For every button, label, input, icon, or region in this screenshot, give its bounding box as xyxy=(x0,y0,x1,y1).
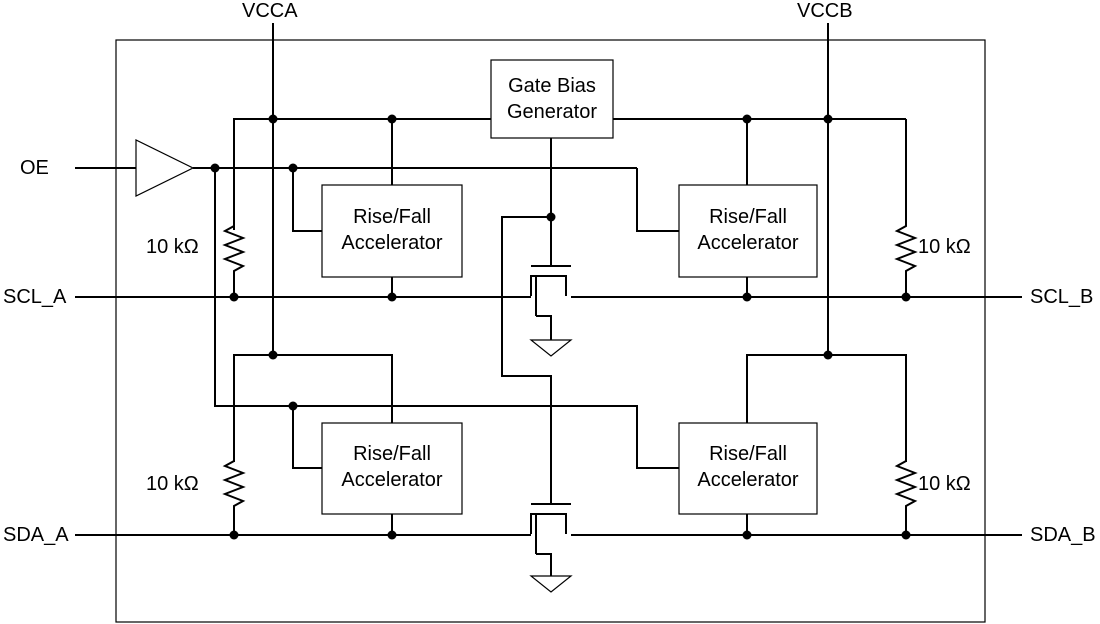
sda-line xyxy=(75,514,1022,536)
gate-bias-generator: Gate Bias Generator xyxy=(490,59,614,139)
accelerator-top-left-line2: Accelerator xyxy=(341,232,442,254)
oe-buffer-icon xyxy=(135,139,195,197)
gate-bias-net xyxy=(501,138,552,504)
sda-a-resistor-icon xyxy=(222,455,246,535)
scl-b-resistor-label: 10 kΩ xyxy=(918,236,971,258)
scl-b-pin-label: SCL_B xyxy=(1030,286,1093,308)
sda-a-pin-label: SDA_A xyxy=(3,524,69,546)
scl-b-resistor-icon xyxy=(894,220,918,297)
scl-a-resistor-icon xyxy=(222,220,246,297)
accelerator-top-right: Rise/Fall Accelerator xyxy=(678,184,818,278)
accelerator-bottom-right: Rise/Fall Accelerator xyxy=(678,422,818,515)
accelerator-bottom-right-line2: Accelerator xyxy=(697,469,798,491)
sda-b-resistor-icon xyxy=(894,455,918,535)
accelerator-bottom-right-line1: Rise/Fall xyxy=(709,443,787,465)
accelerator-top-right-line2: Accelerator xyxy=(697,232,798,254)
gate-bias-line1: Gate Bias xyxy=(508,75,596,97)
top-supply-bus xyxy=(233,118,907,230)
accelerator-top-right-line1: Rise/Fall xyxy=(709,206,787,228)
sda-b-pin-label: SDA_B xyxy=(1030,524,1096,546)
accelerator-bottom-left-line2: Accelerator xyxy=(341,469,442,491)
accelerator-top-left-line1: Rise/Fall xyxy=(353,206,431,228)
sda-b-resistor-label: 10 kΩ xyxy=(918,473,971,495)
gate-bias-line2: Generator xyxy=(507,101,597,123)
sda-pass-transistor-icon xyxy=(529,503,573,593)
sda-a-resistor-label: 10 kΩ xyxy=(146,473,199,495)
scl-pass-transistor-icon xyxy=(529,265,573,357)
accelerator-top-left: Rise/Fall Accelerator xyxy=(321,184,463,278)
oe-enable-net xyxy=(193,167,679,469)
scl-line xyxy=(75,277,1022,298)
vcca-label: VCCA xyxy=(242,0,298,22)
accelerator-bottom-left: Rise/Fall Accelerator xyxy=(321,422,463,515)
device-outline xyxy=(115,39,986,623)
oe-pin-label: OE xyxy=(20,157,49,179)
scl-a-resistor-label: 10 kΩ xyxy=(146,236,199,258)
junction-dots xyxy=(210,114,911,540)
accelerator-bottom-left-line1: Rise/Fall xyxy=(353,443,431,465)
scl-a-pin-label: SCL_A xyxy=(3,286,67,308)
vccb-label: VCCB xyxy=(797,0,853,22)
